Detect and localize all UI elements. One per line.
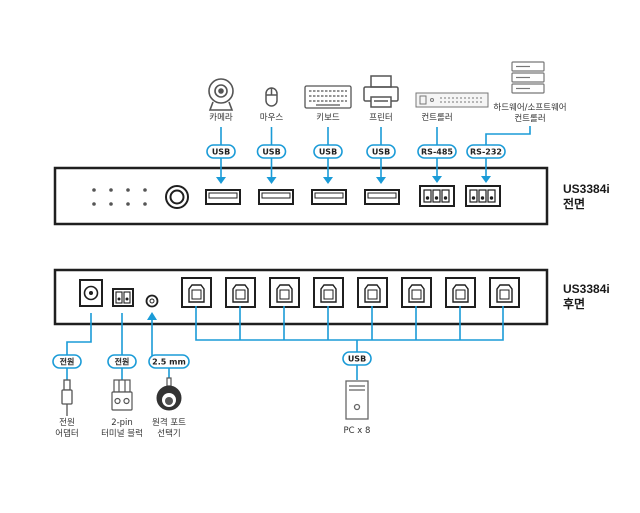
label-remote-1: 원격 포트 bbox=[152, 417, 186, 428]
svg-text:2.5 mm: 2.5 mm bbox=[152, 358, 186, 367]
rear-usb-port-1 bbox=[181, 277, 212, 308]
rear-usb-port-8 bbox=[489, 277, 520, 308]
rear-usb-port-2 bbox=[225, 277, 256, 308]
pill-rs485: RS-485 bbox=[417, 144, 457, 159]
printer-icon bbox=[363, 75, 399, 108]
svg-text:USB: USB bbox=[262, 148, 280, 157]
pc-tower-icon bbox=[345, 380, 369, 420]
terminal-plug-icon bbox=[111, 379, 133, 411]
rear-terminal-block bbox=[112, 288, 134, 307]
front-side-label: 전면 bbox=[563, 196, 585, 211]
pill-usb-camera: USB bbox=[206, 144, 236, 159]
pill-power-adapter: 전원 bbox=[52, 354, 82, 369]
svg-text:전원: 전원 bbox=[115, 357, 130, 367]
label-pc-count: PC x 8 bbox=[344, 426, 371, 436]
rear-panel bbox=[53, 268, 549, 326]
device-label-hwsw-1: 하드웨어/소프트웨어 bbox=[493, 102, 566, 113]
remote-arrowhead bbox=[147, 312, 157, 320]
rear-usb-port-7 bbox=[445, 277, 476, 308]
front-usb-port-1 bbox=[205, 189, 241, 205]
device-label-printer: 프린터 bbox=[369, 112, 392, 123]
device-label-controller: 컨트롤러 bbox=[421, 112, 452, 123]
svg-text:USB: USB bbox=[212, 148, 230, 157]
svg-text:RS-232: RS-232 bbox=[470, 148, 502, 157]
front-arrowheads bbox=[216, 176, 491, 184]
front-panel bbox=[53, 166, 549, 226]
device-label-mouse: 마우스 bbox=[260, 113, 284, 123]
rear-side-label: 후면 bbox=[563, 296, 585, 311]
pill-usb-pc: USB bbox=[342, 351, 372, 366]
power-adapter-plug-icon bbox=[61, 379, 73, 416]
front-usb-port-3 bbox=[311, 189, 347, 205]
device-label-camera: 카메라 bbox=[209, 113, 233, 123]
svg-text:전원: 전원 bbox=[60, 357, 75, 367]
camera-icon bbox=[208, 78, 234, 111]
svg-text:USB: USB bbox=[319, 148, 337, 157]
label-terminal-2: 터미널 블럭 bbox=[101, 428, 143, 439]
svg-text:RS-485: RS-485 bbox=[421, 148, 453, 157]
pill-usb-printer: USB bbox=[366, 144, 396, 159]
pill-power-terminal: 전원 bbox=[107, 354, 137, 369]
rs485-terminal bbox=[419, 185, 455, 207]
mouse-icon bbox=[265, 87, 278, 107]
rear-usb-port-5 bbox=[357, 277, 388, 308]
label-terminal-1: 2-pin bbox=[111, 418, 133, 428]
rear-usb-b-ports bbox=[181, 277, 520, 308]
remote-selector-icon bbox=[156, 377, 182, 411]
device-label-hwsw-2: 컨트롤러 bbox=[514, 113, 545, 124]
label-remote-2: 선택기 bbox=[157, 428, 180, 439]
label-power-adapter-2: 어댑터 bbox=[55, 428, 78, 439]
rear-usb-port-4 bbox=[313, 277, 344, 308]
rear-usb-port-3 bbox=[269, 277, 300, 308]
rear-model-label: US3384i bbox=[563, 282, 610, 296]
device-label-keyboard: 키보드 bbox=[316, 113, 340, 123]
controller-icon bbox=[415, 92, 489, 108]
svg-text:USB: USB bbox=[348, 355, 366, 364]
front-usb-port-4 bbox=[364, 189, 400, 205]
pill-remote-2-5mm: 2.5 mm bbox=[148, 354, 190, 369]
pill-usb-keyboard: USB bbox=[313, 144, 343, 159]
front-model-label: US3384i bbox=[563, 182, 610, 196]
label-power-adapter-1: 전원 bbox=[59, 417, 75, 428]
rs232-terminal bbox=[465, 185, 501, 207]
keyboard-icon bbox=[304, 85, 352, 109]
front-usb-port-2 bbox=[258, 189, 294, 205]
remote-port-jack bbox=[145, 294, 159, 308]
port-select-button bbox=[165, 185, 189, 209]
pill-rs232: RS-232 bbox=[466, 144, 506, 159]
dc-power-jack bbox=[79, 279, 103, 307]
led-indicators bbox=[92, 188, 147, 206]
rear-usb-port-6 bbox=[401, 277, 432, 308]
pill-usb-mouse: USB bbox=[256, 144, 287, 159]
svg-text:USB: USB bbox=[372, 148, 390, 157]
server-icon bbox=[511, 61, 545, 94]
